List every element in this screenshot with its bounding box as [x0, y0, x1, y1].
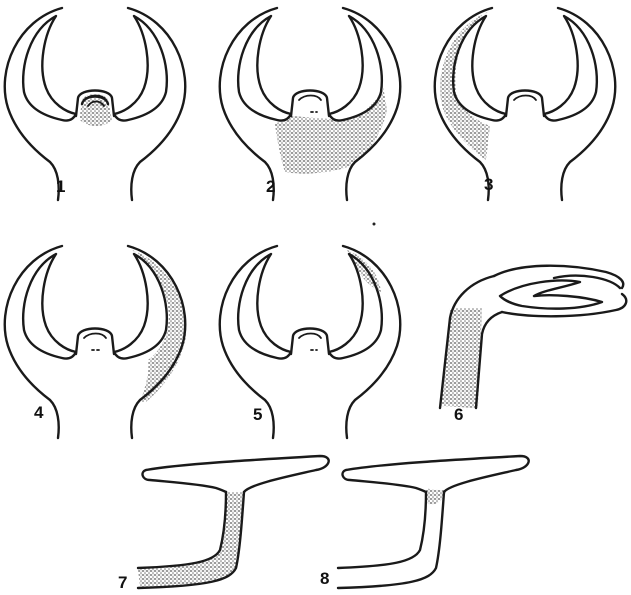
shaded-region-7: [138, 492, 244, 588]
panel-label-2: 2: [266, 177, 275, 196]
stray-dot: [373, 223, 376, 226]
panel-label-5: 5: [253, 405, 262, 424]
panel-7: [138, 456, 329, 588]
panel-3: [435, 8, 615, 200]
panel-2: [220, 8, 400, 200]
panel-1: [5, 8, 185, 200]
shaded-region-4: [132, 250, 186, 402]
panel-label-4: 4: [34, 403, 44, 422]
panel-label-6: 6: [454, 405, 463, 424]
panel-label-8: 8: [320, 569, 329, 588]
panel-label-7: 7: [118, 573, 127, 592]
panel-8: [338, 456, 529, 588]
panel-4: [5, 246, 187, 438]
panel-label-1: 1: [56, 177, 65, 196]
panel-label-3: 3: [484, 175, 493, 194]
panel-6: [440, 266, 626, 408]
panel-5: [220, 246, 400, 438]
